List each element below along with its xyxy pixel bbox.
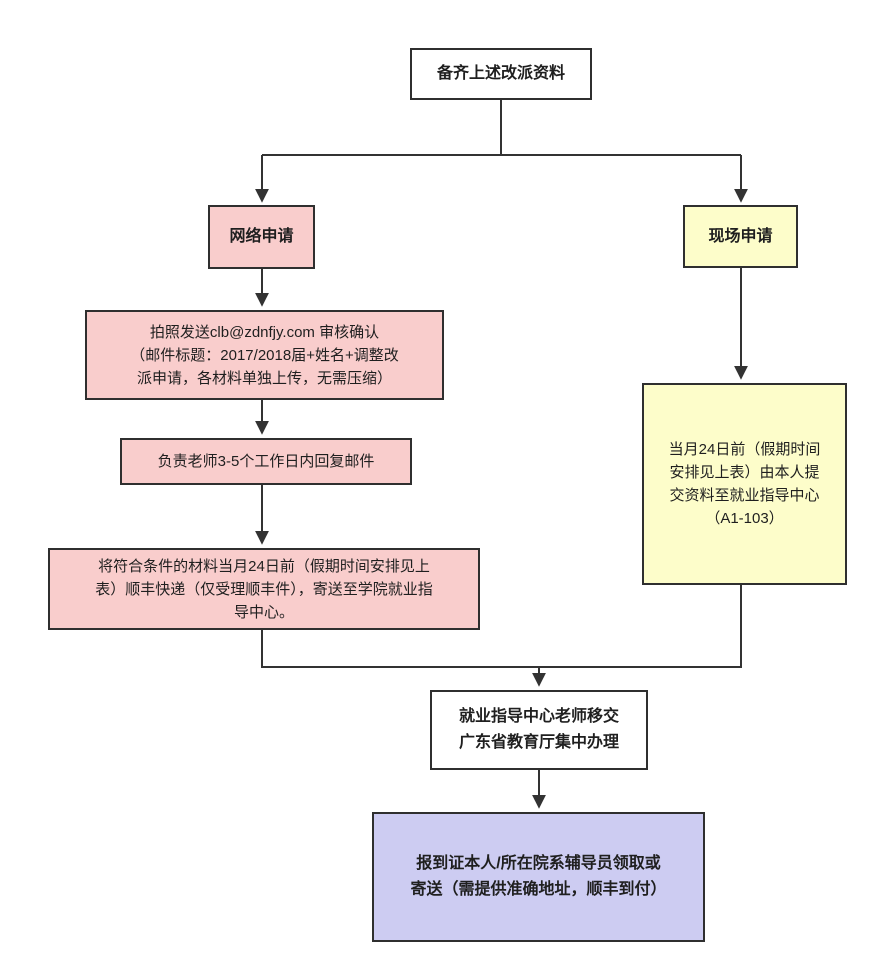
node-online-apply-label: 网络申请: [229, 228, 294, 245]
node-prepare-materials-label: 备齐上述改派资料: [436, 65, 565, 82]
node-transfer-education-dept: 就业指导中心老师移交 广东省教育厅集中办理: [430, 690, 648, 770]
node-teacher-reply-label: 负责老师3-5个工作日内回复邮件: [157, 453, 375, 470]
line-merge-right: [539, 585, 742, 668]
node-certificate-delivery: 报到证本人/所在院系辅导员领取或 寄送（需提供准确地址，顺丰到付）: [372, 812, 705, 942]
line-merge-left: [261, 630, 539, 668]
node-certificate-delivery-label: 报到证本人/所在院系辅导员领取或 寄送（需提供准确地址，顺丰到付）: [410, 855, 667, 898]
node-email-review: 拍照发送clb@zdnfjy.com 审核确认 （邮件标题：2017/2018届…: [85, 310, 444, 400]
node-teacher-reply: 负责老师3-5个工作日内回复邮件: [120, 438, 412, 485]
node-onsite-submit-label: 当月24日前（假期时间 安排见上表）由本人提 交资料至就业指导中心 （A1-10…: [668, 441, 821, 527]
node-prepare-materials: 备齐上述改派资料: [410, 48, 592, 100]
node-onsite-submit: 当月24日前（假期时间 安排见上表）由本人提 交资料至就业指导中心 （A1-10…: [642, 383, 847, 585]
node-online-apply: 网络申请: [208, 205, 315, 269]
node-transfer-education-dept-label: 就业指导中心老师移交 广东省教育厅集中办理: [458, 708, 619, 751]
node-email-review-label: 拍照发送clb@zdnfjy.com 审核确认 （邮件标题：2017/2018届…: [130, 323, 399, 387]
node-onsite-apply-label: 现场申请: [708, 227, 773, 245]
node-express-mail: 将符合条件的材料当月24日前（假期时间安排见上 表）顺丰快递（仅受理顺丰件），寄…: [48, 548, 480, 630]
node-express-mail-label: 将符合条件的材料当月24日前（假期时间安排见上 表）顺丰快递（仅受理顺丰件），寄…: [95, 557, 433, 621]
node-onsite-apply: 现场申请: [683, 205, 798, 268]
